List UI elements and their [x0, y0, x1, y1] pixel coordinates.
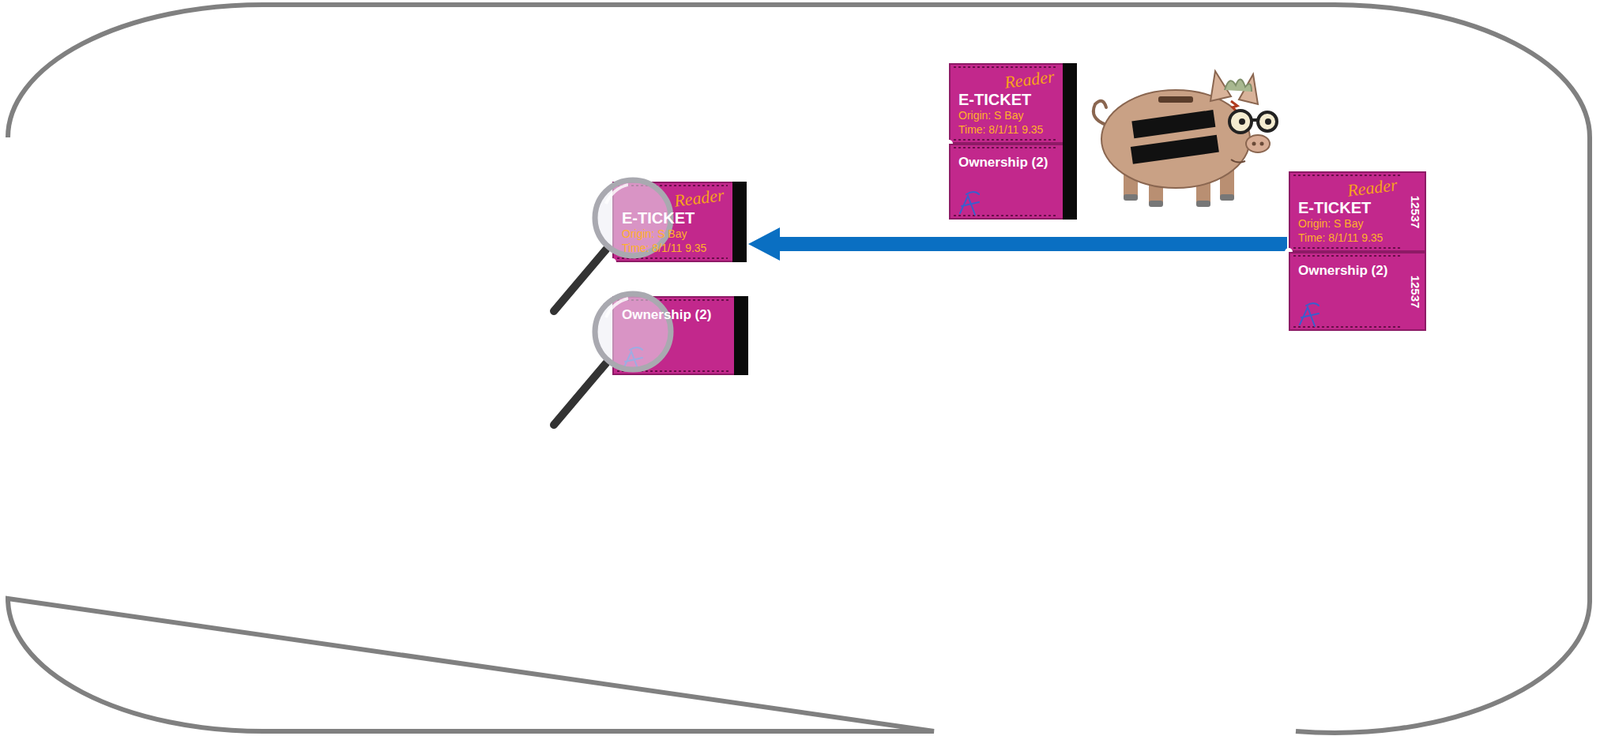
ticket-stub: ReaderE-TICKETOrigin: S BayTime: 8/1/11 …	[612, 181, 747, 263]
ticket-detail: Origin: S Bay	[621, 227, 725, 241]
ticket-heading: E-TICKET	[621, 209, 725, 228]
ticket-section: Ownership (2)	[1298, 263, 1397, 279]
ticket-detail: Origin: S Bay	[958, 109, 1055, 123]
serial-number: 12537	[1409, 195, 1424, 229]
ticket-stub: ReaderE-TICKETOrigin: S BayTime: 8/1/11 …	[1288, 171, 1427, 253]
ticket-stub: Ownership (2)	[612, 296, 749, 376]
arrow-shaft	[778, 237, 1288, 252]
ticket-detail: Time: 8/1/11 9.35	[958, 123, 1055, 137]
ticket-brand: Reader	[1003, 67, 1056, 93]
ticket-stub: Ownership (2)	[948, 143, 1077, 220]
serial-number: 12537	[1409, 274, 1424, 309]
slide-frame	[7, 4, 1590, 734]
ticket-brand: Reader	[1346, 176, 1399, 201]
ticket-heading: E-TICKET	[1298, 199, 1398, 218]
ticket-section: Ownership (2)	[958, 154, 1054, 171]
ticket-detail: Time: 8/1/11 9.35	[1298, 231, 1398, 245]
ticket-section: Ownership (2)	[621, 307, 725, 324]
ticket-heading: E-TICKET	[958, 90, 1055, 110]
arrow-head	[748, 227, 780, 261]
ticket-detail: Origin: S Bay	[1298, 217, 1398, 231]
ticket-stub: Ownership (2) 12537	[1288, 252, 1427, 332]
piggy-bank	[1093, 71, 1277, 208]
ticket-detail: Time: 8/1/11 9.35	[621, 241, 725, 256]
ticket-brand: Reader	[673, 186, 726, 211]
ticket-stub: ReaderE-TICKETOrigin: S BayTime: 8/1/11 …	[948, 63, 1077, 144]
flow-arrow	[748, 227, 1288, 261]
